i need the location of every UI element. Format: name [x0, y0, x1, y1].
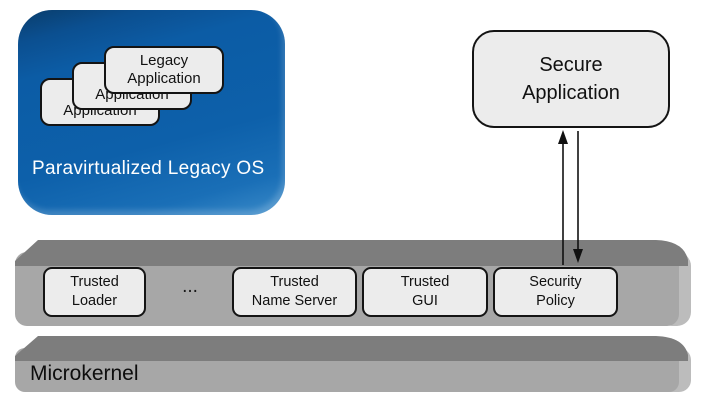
service-line2: Name Server — [251, 293, 338, 309]
legacy-application-card-front: Legacy Application — [104, 46, 224, 94]
service-line1: Security — [529, 274, 582, 291]
service-line2: Policy — [536, 293, 575, 309]
service-line2: GUI — [412, 293, 438, 309]
service-line2: Loader — [71, 293, 118, 309]
secure-app-line2: Application — [522, 82, 620, 104]
service-line1: Trusted — [70, 274, 119, 291]
paravirtualized-legacy-os-label: Paravirtualized Legacy OS — [32, 158, 265, 179]
trusted-gui-node: Trusted GUI — [362, 267, 488, 317]
security-policy-node: Security Policy — [493, 267, 618, 317]
legacy-app-line2: Application — [127, 70, 201, 87]
service-line1: Trusted — [400, 274, 450, 291]
up-arrow — [558, 130, 568, 265]
service-line1: Trusted — [270, 274, 319, 291]
more-services-ellipsis: ... — [182, 276, 198, 297]
microkernel-slab — [15, 336, 691, 392]
microkernel-label: Microkernel — [30, 362, 139, 385]
trusted-name-server-node: Trusted Name Server — [232, 267, 357, 317]
secure-app-line1: Secure — [539, 54, 603, 76]
trusted-loader-node: Trusted Loader — [43, 267, 146, 317]
down-arrow — [573, 131, 583, 263]
legacy-app-line1: Legacy — [139, 51, 189, 69]
secure-application-node: Secure Application — [472, 30, 670, 128]
